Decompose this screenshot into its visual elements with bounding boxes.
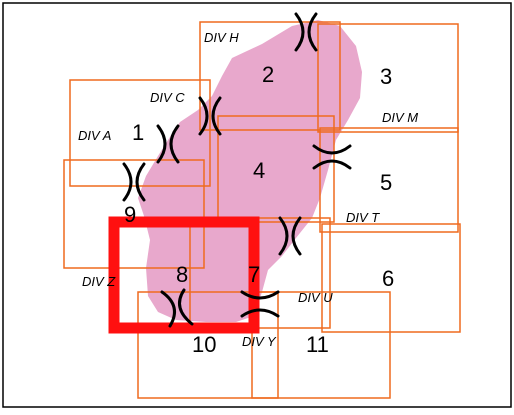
region-number: 11 bbox=[306, 332, 329, 357]
division-label: DIV Z bbox=[82, 274, 116, 289]
division-box-6 bbox=[321, 223, 461, 333]
region-number: 4 bbox=[253, 158, 265, 183]
division-box-9 bbox=[63, 159, 205, 269]
tissue-shape bbox=[138, 20, 362, 322]
division-label: DIV U bbox=[298, 290, 333, 305]
division-box-c bbox=[217, 115, 335, 223]
division-box-u bbox=[189, 217, 331, 329]
division-label: DIV C bbox=[150, 90, 185, 105]
junction-mark-right bbox=[312, 144, 352, 170]
division-label: DIV A bbox=[78, 128, 111, 143]
division-label: DIV T bbox=[346, 210, 380, 225]
junction-mark-left bbox=[156, 124, 180, 164]
region-number: 9 bbox=[124, 202, 136, 227]
outer-frame bbox=[2, 2, 512, 408]
region-number: 7 bbox=[248, 262, 260, 287]
region-number: 3 bbox=[380, 64, 392, 89]
region-number: 10 bbox=[192, 332, 216, 357]
junction-mark-bottom-left bbox=[160, 288, 194, 328]
junction-mark-middle bbox=[278, 216, 302, 256]
region-number: 2 bbox=[262, 62, 274, 87]
division-box-m bbox=[317, 23, 459, 133]
division-box-y bbox=[137, 291, 279, 399]
division-box-t bbox=[319, 127, 459, 233]
junction-mark-upper-left bbox=[198, 96, 222, 136]
junction-mark-bottom-right bbox=[240, 290, 280, 318]
division-box-a bbox=[69, 79, 211, 187]
junction-mark-far-left bbox=[122, 162, 146, 202]
highlighted-region-box bbox=[108, 216, 260, 334]
region-number: 5 bbox=[380, 170, 392, 195]
region-number: 8 bbox=[176, 262, 188, 287]
division-label: DIV H bbox=[204, 30, 239, 45]
division-box-11 bbox=[251, 291, 391, 399]
junction-mark-top bbox=[294, 12, 318, 52]
division-label: DIV Y bbox=[242, 334, 277, 349]
division-box-h bbox=[199, 21, 341, 131]
division-label: DIV M bbox=[382, 110, 418, 125]
region-number: 1 bbox=[132, 120, 144, 145]
region-number: 6 bbox=[382, 266, 394, 291]
